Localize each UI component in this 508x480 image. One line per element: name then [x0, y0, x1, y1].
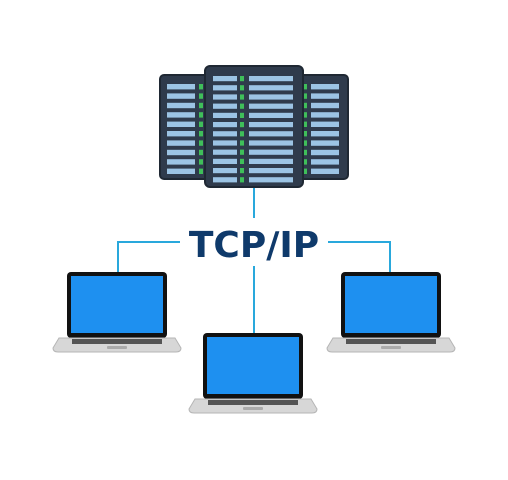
- drive-slot: [249, 122, 293, 128]
- drive-slot: [213, 168, 237, 174]
- status-led: [303, 140, 307, 146]
- laptop-keyboard: [208, 400, 298, 405]
- status-led: [240, 94, 244, 100]
- status-led: [303, 159, 307, 165]
- status-led: [240, 122, 244, 128]
- status-led: [199, 149, 203, 156]
- drive-slot: [213, 85, 237, 91]
- drive-slot: [249, 94, 293, 100]
- drive-slot: [213, 103, 237, 109]
- status-led: [240, 131, 244, 137]
- status-led: [240, 76, 244, 82]
- drive-slot: [311, 131, 339, 137]
- link-label-to-laptop-right: [328, 241, 391, 272]
- drive-slot: [249, 131, 293, 137]
- server-unit-center: [204, 65, 304, 188]
- status-led: [240, 168, 244, 174]
- label-background: [180, 220, 328, 266]
- drive-slot: [213, 76, 237, 82]
- drive-slot: [167, 121, 195, 127]
- status-led: [240, 140, 244, 146]
- drive-slot: [311, 93, 339, 99]
- status-led: [199, 140, 203, 146]
- laptop-center: [188, 333, 318, 414]
- drive-slot: [311, 140, 339, 146]
- laptop-screen: [71, 276, 163, 333]
- drive-slot: [167, 140, 195, 146]
- status-led: [303, 102, 307, 109]
- drive-slot: [249, 149, 293, 155]
- drive-slot: [213, 94, 237, 100]
- drive-slot: [167, 159, 195, 165]
- laptop-left: [52, 272, 182, 353]
- laptop-right: [326, 272, 456, 353]
- drive-slot: [249, 140, 293, 146]
- drive-slot: [167, 131, 195, 137]
- status-led: [240, 149, 244, 155]
- drive-slot: [213, 149, 237, 155]
- drive-slot: [213, 122, 237, 128]
- laptop-trackpad: [243, 407, 263, 410]
- status-led: [303, 149, 307, 156]
- laptop-keyboard: [72, 339, 162, 344]
- drive-slot: [311, 168, 339, 174]
- status-led: [199, 168, 203, 174]
- connection-lines: [117, 186, 391, 333]
- drive-slot: [213, 131, 237, 137]
- drive-slot: [249, 177, 293, 183]
- drive-slot: [311, 121, 339, 127]
- drive-slot: [167, 102, 195, 109]
- server-unit-left: [159, 74, 215, 180]
- drive-slot: [249, 85, 293, 91]
- drive-slot: [249, 76, 293, 82]
- status-led: [199, 93, 203, 99]
- drive-slot: [311, 159, 339, 165]
- status-led: [303, 131, 307, 137]
- laptop-screen: [345, 276, 437, 333]
- link-label-to-laptop-left: [117, 241, 180, 272]
- status-led: [303, 93, 307, 99]
- drive-slot: [213, 177, 237, 183]
- status-led: [240, 177, 244, 183]
- laptop-keyboard: [346, 339, 436, 344]
- drive-slot: [167, 93, 195, 99]
- server-rack: [159, 65, 349, 188]
- status-led: [199, 84, 203, 90]
- laptop-trackpad: [107, 346, 127, 349]
- status-led: [199, 102, 203, 109]
- protocol-label: TCP/IP: [189, 225, 319, 266]
- drive-slot: [167, 112, 195, 118]
- drive-slot: [311, 149, 339, 156]
- status-led: [199, 131, 203, 137]
- status-led: [303, 121, 307, 127]
- status-led: [240, 112, 244, 118]
- status-led: [199, 121, 203, 127]
- status-led: [240, 103, 244, 109]
- drive-slot: [311, 102, 339, 109]
- server-unit-right: [293, 74, 349, 180]
- drive-slot: [311, 84, 339, 90]
- drive-slot: [249, 168, 293, 174]
- drive-slot: [167, 84, 195, 90]
- status-led: [303, 112, 307, 118]
- drive-slot: [213, 140, 237, 146]
- drive-slot: [213, 112, 237, 118]
- laptop-trackpad: [381, 346, 401, 349]
- drive-slot: [167, 168, 195, 174]
- laptop-screen: [207, 337, 299, 394]
- drive-slot: [249, 112, 293, 118]
- drive-slot: [213, 158, 237, 164]
- status-led: [303, 84, 307, 90]
- drive-slot: [249, 158, 293, 164]
- drive-slot: [167, 149, 195, 156]
- drive-slot: [249, 103, 293, 109]
- status-led: [240, 85, 244, 91]
- drive-slot: [311, 112, 339, 118]
- status-led: [199, 159, 203, 165]
- status-led: [240, 158, 244, 164]
- status-led: [199, 112, 203, 118]
- status-led: [303, 168, 307, 174]
